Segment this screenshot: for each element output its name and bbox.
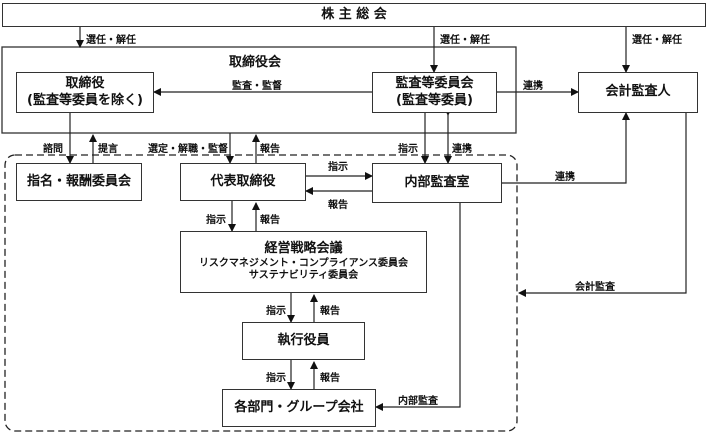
- arrow-internal-audit: [375, 203, 461, 411]
- audit-committee-sublabel: (監査等委員): [396, 92, 473, 108]
- label-elect-board: 選任・解任: [86, 35, 136, 46]
- directors-box: 取締役 (監査等委員を除く): [16, 72, 154, 113]
- label-coop-internal: 連携: [452, 144, 472, 155]
- label-accounting-audit: 会計監査: [575, 282, 615, 293]
- label-elect-audit: 選任・解任: [440, 35, 490, 46]
- audit-committee-box: 監査等委員会 (監査等委員): [372, 72, 497, 113]
- executive-officers-label: 執行役員: [277, 332, 330, 348]
- label-instruct-internal: 指示: [398, 144, 418, 155]
- departments-label: 各部門・グループ会社: [234, 399, 364, 415]
- representative-director-box: 代表取締役: [180, 163, 306, 201]
- directors-sublabel: (監査等委員を除く): [27, 92, 143, 108]
- executive-container: [4, 154, 518, 432]
- label-coop-auditor: 連携: [523, 81, 543, 92]
- label-instruct-exec: 指示: [266, 306, 286, 317]
- strategy-council-label: 経営戦略会議: [264, 241, 343, 257]
- board-title: 取締役会: [229, 55, 282, 70]
- audit-committee-label: 監査等委員会: [395, 76, 474, 92]
- sustainability-committee-label: サステナビリティ委員会: [248, 270, 359, 282]
- label-audit-supervise: 監査・監督: [232, 81, 282, 92]
- label-report-strategy: 報告: [260, 215, 280, 226]
- label-internal-audit: 内部監査: [398, 396, 438, 407]
- label-coop-accounting: 連携: [555, 172, 575, 183]
- label-consult: 諮問: [43, 144, 63, 155]
- internal-audit-label: 内部監査室: [404, 174, 470, 190]
- risk-compliance-committee-label: リスクマネジメント・コンプライアンス委員会: [198, 257, 409, 269]
- label-report-dept: 報告: [320, 373, 340, 384]
- label-propose: 提言: [98, 144, 118, 155]
- directors-label: 取締役: [65, 76, 105, 92]
- label-elect-auditor: 選任・解任: [632, 35, 682, 46]
- label-instruct-dept: 指示: [266, 373, 286, 384]
- label-report-board: 報告: [260, 144, 280, 155]
- representative-director-label: 代表取締役: [210, 173, 276, 189]
- departments-box: 各部門・グループ会社: [222, 389, 376, 427]
- label-instruct-strategy: 指示: [206, 215, 226, 226]
- strategy-council-box: 経営戦略会議 リスクマネジメント・コンプライアンス委員会 サステナビリティ委員会: [180, 231, 427, 293]
- arrow-coop-accounting: [495, 112, 630, 187]
- label-report-rep: 報告: [328, 200, 348, 211]
- accounting-auditor-label: 会計監査人: [605, 84, 671, 100]
- label-instruct-rep: 指示: [328, 162, 348, 173]
- executive-officers-box: 執行役員: [242, 322, 365, 360]
- shareholders-meeting-box: 株 主 総 会: [2, 3, 706, 27]
- shareholders-label: 株 主 総 会: [321, 6, 387, 22]
- label-report-exec: 報告: [320, 306, 340, 317]
- arrow-accounting-audit: [518, 113, 687, 297]
- internal-audit-box: 内部監査室: [372, 163, 502, 203]
- accounting-auditor-box: 会計監査人: [578, 72, 698, 113]
- nomination-committee-box: 指名・報酬委員会: [16, 163, 142, 201]
- label-appoint: 選定・解職・監督: [148, 144, 228, 155]
- nomination-committee-label: 指名・報酬委員会: [26, 173, 131, 189]
